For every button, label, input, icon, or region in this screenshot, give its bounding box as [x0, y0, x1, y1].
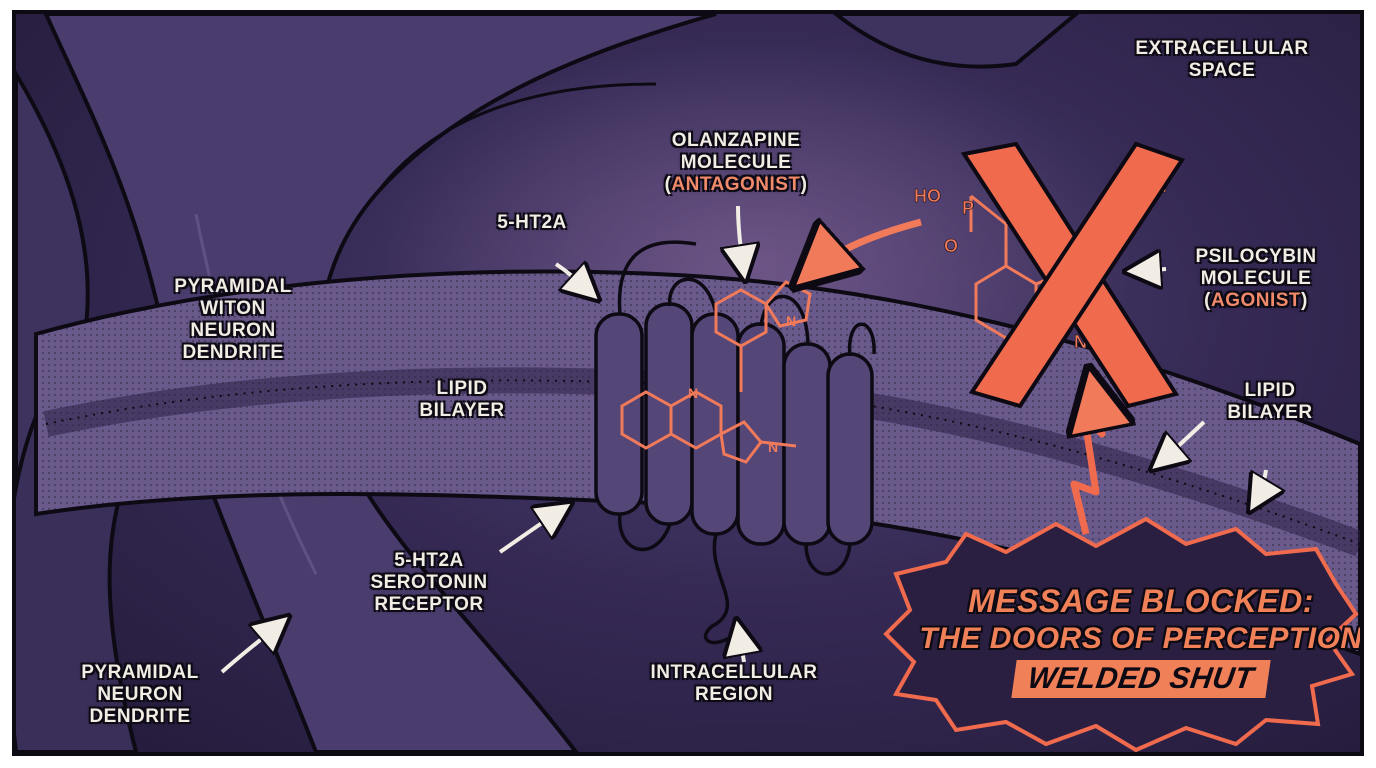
atom-n-2: N [688, 385, 698, 401]
label-serotonin-line1: 5-HT2A [394, 550, 464, 571]
olanzapine-atoms: N N N [688, 313, 796, 455]
label-extracellular-space: EXTRACELLULAR SPACE [1122, 38, 1322, 82]
atom-p: P [962, 198, 974, 218]
olanzapine-molecule [620, 280, 812, 464]
banner-line-2: THE DOORS OF PERCEPTION [919, 622, 1363, 655]
comic-panel: N N N HO OH P O H NH [12, 10, 1364, 756]
label-intracellular-line2: REGION [695, 684, 773, 705]
label-olanzapine-line2: MOLECULE [680, 152, 792, 173]
label-pyramidal-lower-line2: NEURON [97, 684, 183, 705]
label-olanzapine-role: (ANTAGONIST) [664, 174, 808, 195]
label-extracellular-line1: EXTRACELLULAR [1135, 38, 1309, 59]
label-olanzapine-line1: OLANZAPINE [671, 130, 801, 151]
receptor-helices [594, 240, 876, 645]
label-pyramidal-lower-line1: PYRAMIDAL [81, 662, 199, 683]
label-extracellular-line2: SPACE [1188, 60, 1256, 81]
label-lipid-right-line2: BILAYER [1227, 402, 1313, 423]
atom-ho: HO [914, 186, 941, 206]
label-pyramidal-upper-line2: WITON [200, 298, 266, 319]
banner-line-1: MESSAGE BLOCKED: [968, 583, 1314, 619]
blocked-x-mark [960, 141, 1186, 409]
message-blocked-banner: MESSAGE BLOCKED: THE DOORS OF PERCEPTION… [911, 582, 1363, 698]
antagonist-highlight: ANTAGONIST [671, 174, 801, 195]
label-psilocybin-role: (AGONIST) [1204, 290, 1308, 311]
label-psilocybin-line2: MOLECULE [1200, 268, 1312, 289]
label-lipid-bilayer-left: LIPID BILAYER [392, 378, 532, 422]
banner-line-3: WELDED SHUT [1011, 660, 1271, 698]
label-olanzapine: OLANZAPINE MOLECULE (ANTAGONIST) [636, 130, 836, 196]
label-5ht2a-top: 5-HT2A [472, 212, 592, 234]
label-pyramidal-upper-line4: DENDRITE [182, 342, 284, 363]
label-psilocybin-line1: PSILOCYBIN [1195, 246, 1317, 267]
label-intracellular-region: INTRACELLULAR REGION [634, 662, 834, 706]
displacement-arrow [806, 222, 922, 276]
label-lipid-left-line1: LIPID [436, 378, 488, 399]
label-serotonin-line2: SEROTONIN [370, 572, 488, 593]
atom-o: O [944, 236, 958, 256]
lightning-bolt [1074, 384, 1102, 535]
label-pyramidal-upper: PYRAMIDAL WITON NEURON DENDRITE [138, 276, 328, 364]
label-pyramidal-upper-line3: NEURON [190, 320, 276, 341]
agonist-highlight: AGONIST [1210, 290, 1302, 311]
label-pyramidal-upper-line1: PYRAMIDAL [174, 276, 292, 297]
label-serotonin-line3: RECEPTOR [374, 594, 484, 615]
label-psilocybin: PSILOCYBIN MOLECULE (AGONIST) [1166, 246, 1346, 312]
atom-n-1: N [786, 313, 796, 329]
label-pyramidal-lower-line3: DENDRITE [89, 706, 191, 727]
label-lipid-bilayer-right: LIPID BILAYER [1200, 380, 1340, 424]
label-5ht2a-top-text: 5-HT2A [497, 212, 567, 233]
label-lipid-left-line2: BILAYER [419, 400, 505, 421]
label-serotonin-receptor: 5-HT2A SEROTONIN RECEPTOR [354, 550, 504, 616]
label-pyramidal-lower: PYRAMIDAL NEURON DENDRITE [60, 662, 220, 728]
label-intracellular-line1: INTRACELLULAR [650, 662, 818, 683]
label-lipid-right-line1: LIPID [1244, 380, 1296, 401]
callout-arrows [220, 205, 1266, 674]
atom-n-3: N [768, 439, 778, 455]
